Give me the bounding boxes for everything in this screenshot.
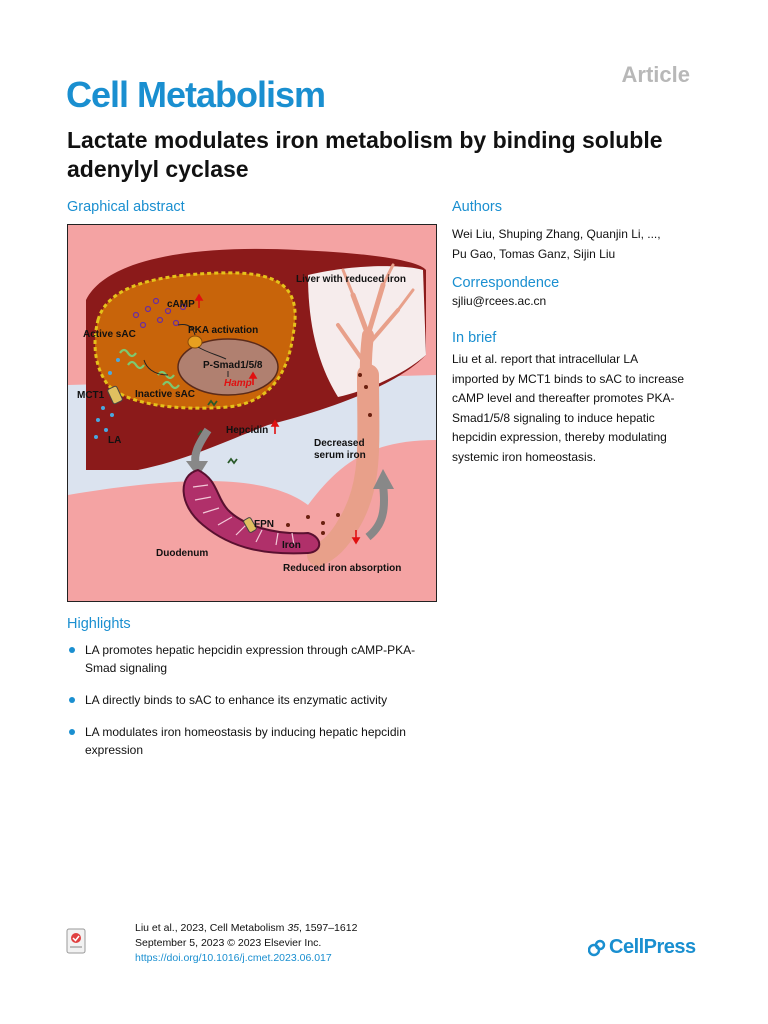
in-brief-heading: In brief: [452, 330, 497, 346]
label-active-sac: Active sAC: [83, 329, 136, 340]
label-fpn: FPN: [254, 519, 274, 530]
duodenum: [182, 468, 321, 555]
in-brief-text: Liu et al. report that intracellular LA …: [452, 352, 685, 464]
citation-line-1: Liu et al., 2023, Cell Metabolism 35, 15…: [135, 921, 357, 936]
authors-list: Wei Liu, Shuping Zhang, Quanjin Li, ...,…: [452, 224, 702, 264]
arrow-liver-to-gut-head: [186, 461, 208, 477]
label-duodenum: Duodenum: [156, 548, 208, 559]
correspondence-email[interactable]: sjliu@rcees.ac.cn: [452, 294, 547, 308]
label-la: LA: [108, 435, 121, 446]
article-type-label: Article: [621, 62, 690, 87]
highlight-text: LA promotes hepatic hepcidin expression …: [85, 643, 416, 675]
highlight-item: LA promotes hepatic hepcidin expression …: [67, 641, 437, 677]
label-serum-iron: serum iron: [314, 450, 366, 461]
label-hepcidin: Hepcidin: [226, 425, 268, 436]
label-mct1: MCT1: [77, 390, 105, 401]
iron-dots: [286, 373, 372, 535]
citation-line-2: September 5, 2023 © 2023 Elsevier Inc.: [135, 937, 322, 949]
pathway-arrows: [143, 324, 229, 377]
increase-arrows: [194, 293, 280, 434]
graphical-abstract-figure: Liver with reduced iron cAMP PKA activat…: [67, 224, 437, 602]
bullet-icon: [69, 697, 75, 703]
citation-volume: 35: [287, 922, 300, 934]
paper-title: Lactate modulates iron metabolism by bin…: [67, 127, 663, 182]
label-inactive-sac: Inactive sAC: [135, 389, 195, 400]
check-for-updates-icon[interactable]: [66, 928, 86, 954]
pka-blob: [187, 335, 203, 349]
arrow-gut-to-blood: [365, 484, 389, 541]
cellpress-icon: [588, 939, 606, 956]
camp-dots: [132, 297, 187, 329]
highlight-text: LA modulates iron homeostasis by inducin…: [85, 725, 406, 757]
decrease-arrow: [351, 530, 361, 545]
label-liver: Liver with reduced iron: [296, 274, 406, 285]
bullet-icon: [69, 647, 75, 653]
highlights-list: LA promotes hepatic hepcidin expression …: [67, 641, 437, 773]
duodenum-folds: [192, 484, 295, 546]
arrow-gut-to-blood-head: [373, 469, 394, 489]
la-dots: [94, 358, 120, 439]
authors-line-1: Wei Liu, Shuping Zhang, Quanjin Li, ...,: [452, 227, 661, 241]
vessel-to-gut: [307, 364, 380, 566]
label-pka: PKA activation: [188, 325, 258, 336]
cellpress-logo[interactable]: CellPress: [588, 936, 696, 959]
highlights-heading: Highlights: [67, 616, 131, 632]
label-reduced-absorption: Reduced iron absorption: [283, 563, 401, 574]
mct1-transporter: [107, 385, 123, 405]
authors-line-2: Pu Gao, Tomas Ganz, Sijin Liu: [452, 247, 616, 261]
authors-heading: Authors: [452, 199, 502, 215]
highlight-item: LA modulates iron homeostasis by inducin…: [67, 723, 437, 759]
journal-title: Cell Metabolism: [66, 74, 326, 115]
label-iron: Iron: [282, 540, 301, 551]
label-camp: cAMP: [167, 299, 195, 310]
highlight-text: LA directly binds to sAC to enhance its …: [85, 693, 388, 707]
citation-journal: Liu et al., 2023, Cell Metabolism: [135, 922, 288, 934]
label-decreased: Decreased: [314, 438, 365, 449]
publisher-name: CellPress: [609, 936, 696, 958]
citation-pages: , 1597–1612: [299, 922, 358, 934]
doi-link[interactable]: https://doi.org/10.1016/j.cmet.2023.06.0…: [135, 952, 332, 964]
bullet-icon: [69, 729, 75, 735]
correspondence-heading: Correspondence: [452, 275, 560, 291]
graphical-abstract-heading: Graphical abstract: [67, 199, 185, 215]
citation-block: Liu et al., 2023, Cell Metabolism 35, 15…: [135, 921, 357, 966]
label-hamp: Hamp: [224, 378, 252, 389]
label-psmad: P-Smad1/5/8: [203, 360, 263, 371]
fpn-transporter: [243, 517, 257, 533]
highlight-item: LA directly binds to sAC to enhance its …: [67, 691, 437, 709]
